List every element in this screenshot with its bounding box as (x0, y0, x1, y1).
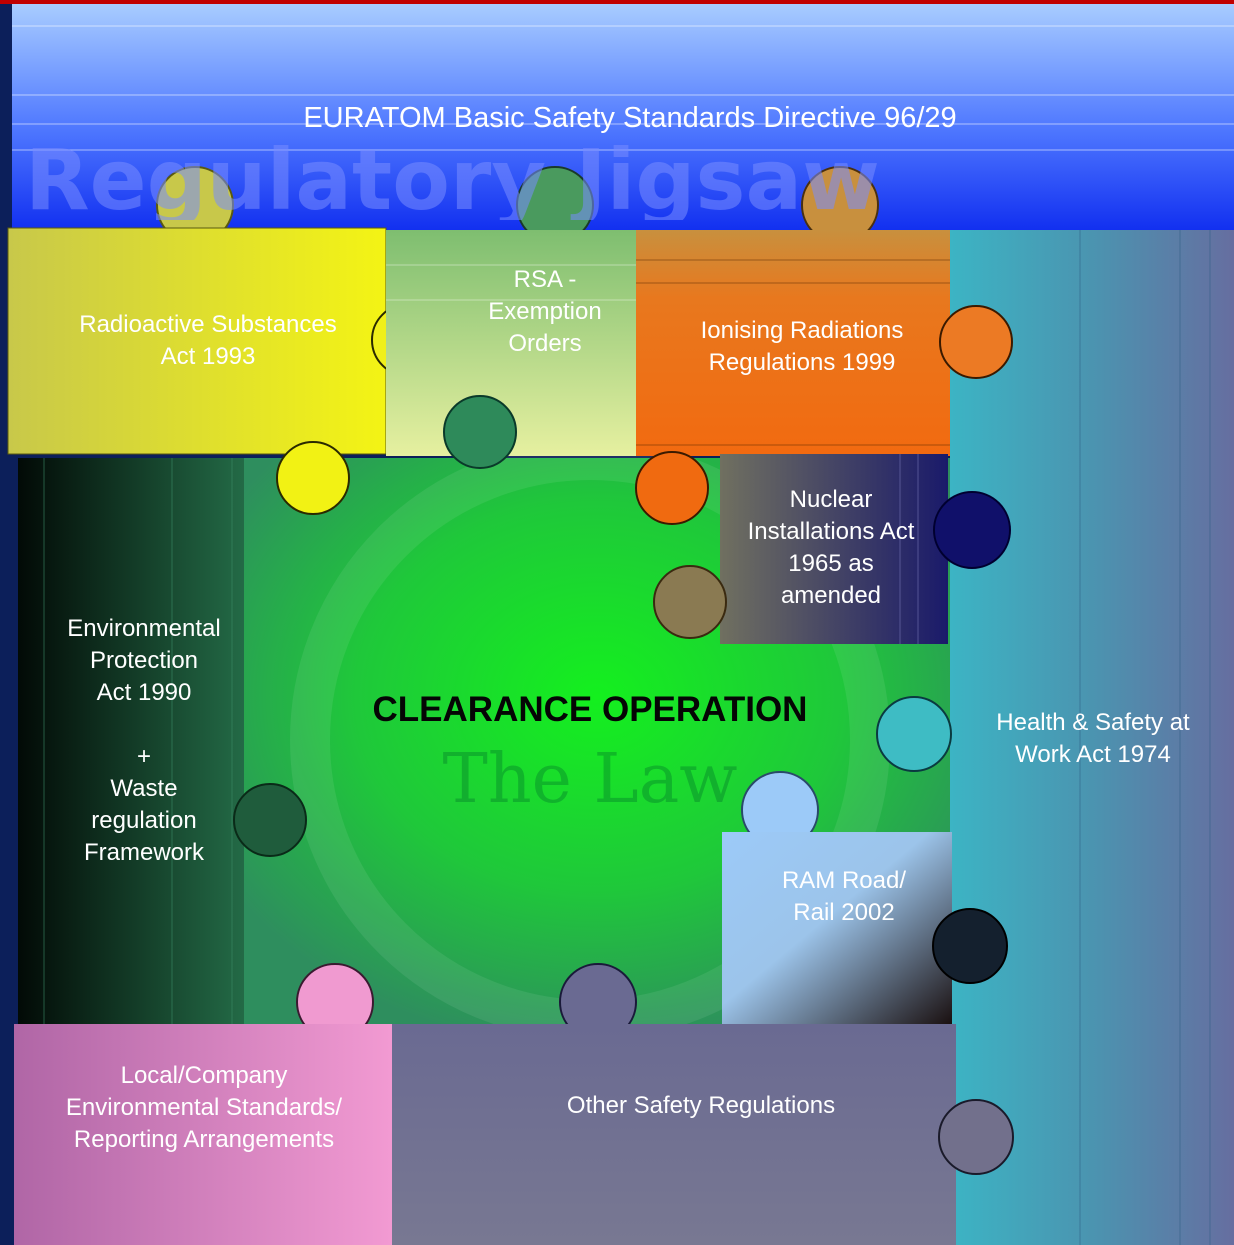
top-border (0, 0, 1234, 4)
environmental-protection-label: Environmental Protection Act 1990 + Wast… (67, 615, 221, 866)
nuclear-installations-label: Nuclear Installations Act 1965 as amende… (747, 486, 915, 609)
ghost-title: Regulatory Jigsaw (25, 140, 880, 220)
rsa-exemption-label: RSA - Exemption Orders (488, 266, 602, 357)
other-safety-label: Other Safety Regulations (566, 1092, 836, 1119)
piece-ionising (635, 166, 1013, 525)
piece-other (392, 963, 1014, 1245)
piece-ram (722, 771, 1008, 1024)
piece-local (14, 963, 392, 1245)
header-title: EURATOM Basic Safety Standards Directive… (303, 102, 957, 134)
health-safety-label: Health & Safety at Work Act 1974 (996, 709, 1190, 768)
piece-nuclear (653, 454, 1011, 644)
piece-rsa-orders (386, 166, 636, 469)
center-title: CLEARANCE OPERATION (372, 690, 808, 729)
radioactive-substances-label: Radioactive Substances Act 1993 (79, 311, 337, 370)
piece-environmental (18, 458, 307, 1026)
watermark-text: The Law (442, 740, 738, 819)
ionising-radiations-label: Ionising Radiations Regulations 1999 (700, 317, 904, 376)
piece-health-safety-knob (876, 696, 952, 772)
local-company-label: Local/Company Environmental Standards/ R… (65, 1062, 343, 1153)
ram-road-rail-label: RAM Road/ Rail 2002 (781, 867, 907, 926)
piece-health-safety (950, 230, 1234, 1245)
